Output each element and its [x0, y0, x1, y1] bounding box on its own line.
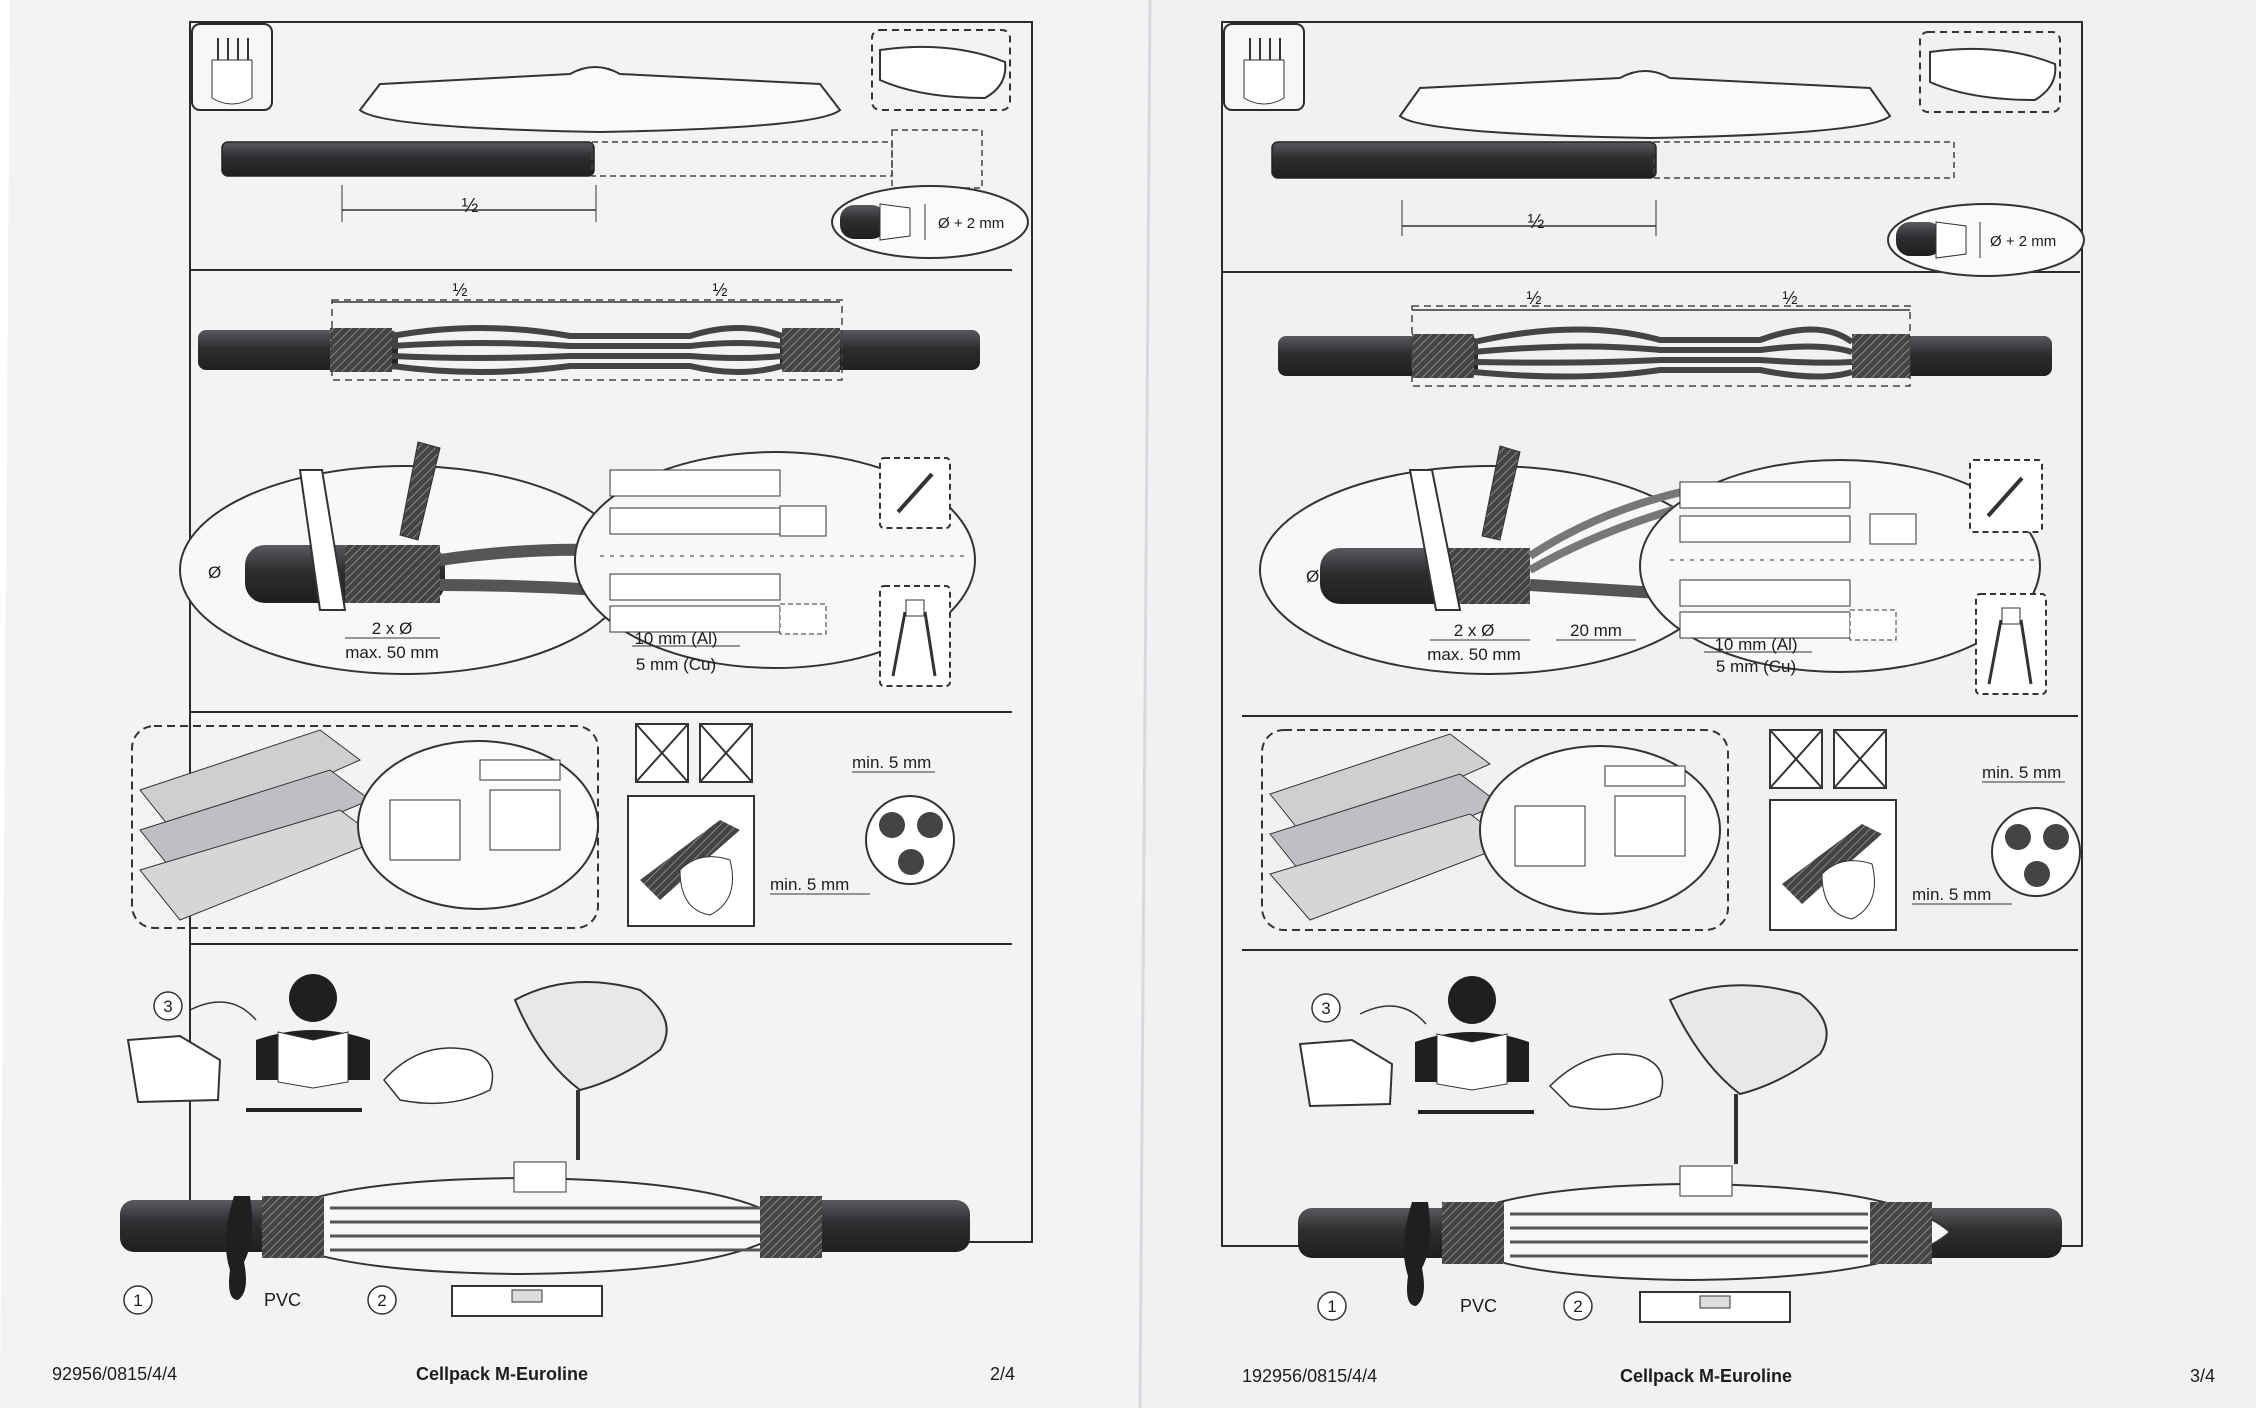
- resin-bag-icon: [1668, 984, 1828, 1096]
- screen-length-label: 2 x Ø: [1454, 621, 1495, 640]
- step-1-number: 1: [133, 1291, 142, 1310]
- knife-icon: [1929, 47, 2057, 102]
- reading-person-icon: [1448, 976, 1496, 1024]
- left-step3-panel: min. 5 mm min. 5 mm: [131, 723, 955, 929]
- half-length-label: ½: [462, 195, 479, 217]
- footer-doc-code: 192956/0815/4/4: [1242, 1366, 1377, 1386]
- step-2-number: 2: [1573, 1297, 1582, 1316]
- footer-doc-code: 92956/0815/4/4: [52, 1364, 177, 1384]
- resin-bag-icon: [513, 981, 668, 1092]
- reading-person-icon: [289, 974, 337, 1022]
- connector-detail-bubble: [1479, 745, 1721, 915]
- step-1-number: 1: [1327, 1297, 1336, 1316]
- half-right-label: ½: [1782, 288, 1797, 308]
- right-step3-panel: min. 5 mm min. 5 mm: [1261, 729, 2081, 931]
- spacing-top-label: min. 5 mm: [852, 753, 931, 772]
- left-step2-panel: ½ ½ Ø 2 x Ø max. 50 mm 10 mm (Al) 5 mm (…: [179, 280, 980, 687]
- diameter-symbol: Ø: [208, 563, 221, 582]
- spacing-bottom-label: min. 5 mm: [770, 875, 849, 894]
- aluminium-strip-label: 10 mm (Al): [1714, 635, 1797, 654]
- right-step4-panel: 3 1 PVC 2: [1298, 976, 2062, 1323]
- copper-strip-label: 5 mm (Cu): [636, 655, 716, 674]
- joint-shell-outline: [358, 66, 842, 134]
- mixing-hands-icon: [1548, 1053, 1664, 1111]
- aluminium-strip-label: 10 mm (Al): [634, 629, 717, 648]
- half-right-label: ½: [712, 280, 727, 300]
- half-left-label: ½: [1526, 288, 1541, 308]
- half-length-label: ½: [1528, 211, 1545, 233]
- right-step1-panel: ½ Ø + 2 mm: [1223, 23, 2085, 277]
- left-page-content: ½ Ø + 2 mm ½ ½: [52, 21, 1033, 1384]
- right-page-content: ½ Ø + 2 mm ½ ½: [1221, 21, 2215, 1386]
- joint-shell-outline: [1398, 70, 1892, 140]
- copper-strip-label: 5 mm (Cu): [1716, 657, 1796, 676]
- cable-jacket: [221, 141, 595, 177]
- step-3-number: 3: [163, 997, 172, 1016]
- footer-title: Cellpack M-Euroline: [416, 1364, 588, 1384]
- max-length-label: max. 50 mm: [1427, 645, 1521, 664]
- diameter-note: Ø + 2 mm: [1990, 233, 2056, 250]
- pvc-label: PVC: [264, 1290, 301, 1310]
- kit-box-icon: [1298, 1038, 1394, 1108]
- right-step2-panel: ½ ½ Ø 2 x Ø 20 mm max. 50 mm: [1259, 288, 2052, 695]
- spacing-top-label: min. 5 mm: [1982, 763, 2061, 782]
- footer-page-number: 2/4: [990, 1364, 1015, 1384]
- footer-page-number: 3/4: [2190, 1366, 2215, 1386]
- max-length-label: max. 50 mm: [345, 643, 439, 662]
- step-2-number: 2: [377, 1291, 386, 1310]
- screen-length-label: 2 x Ø: [372, 619, 413, 638]
- mixing-hands-icon: [383, 1047, 494, 1105]
- knife-icon: [879, 45, 1007, 100]
- cable-jacket: [1271, 141, 1657, 179]
- diameter-symbol: Ø: [1306, 567, 1319, 586]
- connector-detail-bubble: [357, 740, 599, 910]
- kit-box-icon: [126, 1034, 222, 1104]
- spacing-bottom-label: min. 5 mm: [1912, 885, 1991, 904]
- diameter-note: Ø + 2 mm: [938, 215, 1004, 232]
- left-step4-panel: 3 1 PVC 2: [120, 974, 970, 1317]
- footer-title: Cellpack M-Euroline: [1620, 1366, 1792, 1386]
- left-step1-panel: ½ Ø + 2 mm: [191, 23, 1029, 259]
- screen-width-label: 20 mm: [1570, 621, 1622, 640]
- half-left-label: ½: [452, 280, 467, 300]
- step-3-number: 3: [1321, 999, 1330, 1018]
- pvc-label: PVC: [1460, 1296, 1497, 1316]
